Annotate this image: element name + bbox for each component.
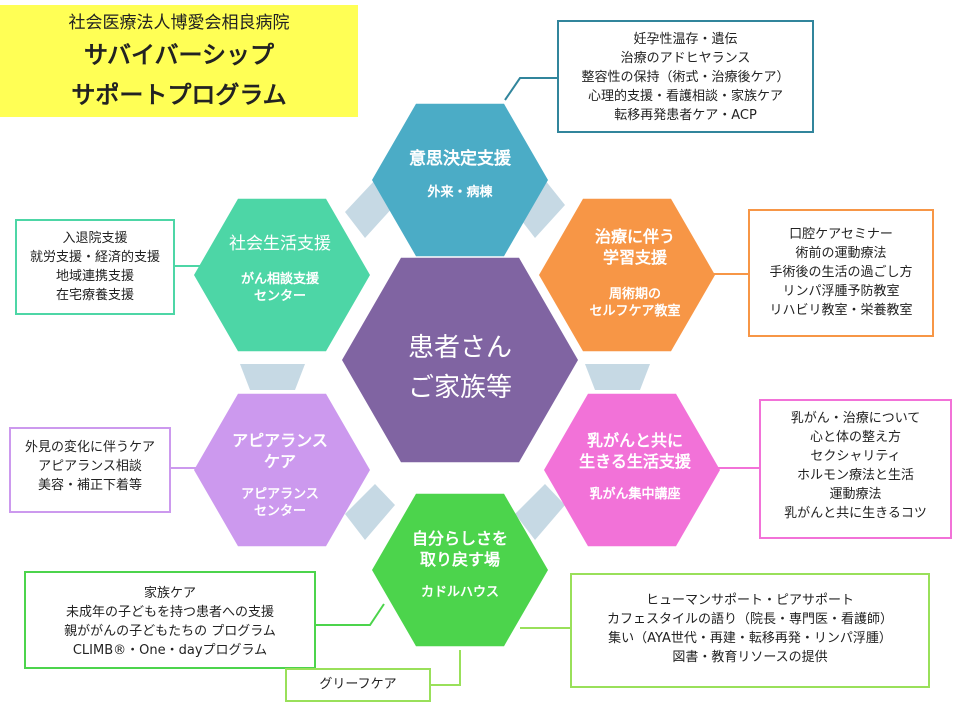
appearance-item: アピアランス相談 (38, 459, 142, 474)
appearance-item: 美容・補正下着等 (37, 478, 142, 493)
support-item: 図書・教育リソースの提供 (672, 650, 828, 665)
center-hex-text: 患者さん ご家族等 (360, 328, 560, 408)
decision-hex-text: 意思決定支援 外来・病棟 (390, 148, 530, 201)
family-item: 家族ケア (143, 586, 196, 601)
center-line1: 患者さん (407, 333, 512, 363)
learning-hexagon (539, 198, 715, 352)
social-sub-1: がん相談支援 (240, 272, 319, 287)
family-connector (316, 603, 385, 626)
connector-learning-breast (585, 364, 650, 390)
connector-appearance-social (240, 364, 305, 390)
breast-item: 乳がん・治療について (790, 411, 921, 426)
support-info-box: ヒューマンサポート・ピアサポート カフェスタイルの語り（院長・専門医・看護師） … (570, 573, 930, 688)
learning-sub-1: 周術期の (608, 287, 661, 302)
grief-item: グリーフケア (319, 677, 397, 692)
decision-connector (504, 77, 557, 101)
decision-item: 心理的支援・看護相談・家族ケア (587, 89, 783, 104)
self-hexagon (372, 493, 548, 647)
connector-self-appearance (345, 484, 395, 540)
social-title: 社会生活支援 (229, 234, 331, 254)
breast-sub: 乳がん集中講座 (589, 487, 681, 502)
appearance-sub-2: センター (253, 504, 306, 519)
family-item: CLIMB®・One・dayプログラム (72, 643, 268, 658)
appearance-info-box: 外見の変化に伴うケア アピアランス相談 美容・補正下着等 (9, 427, 171, 513)
self-title-2: 取り戻す場 (419, 550, 500, 569)
decision-info-box: 妊孕性温存・遺伝 治療のアドヒヤランス 整容性の保持（術式・治療後ケア） 心理的… (557, 20, 814, 133)
breast-item: 乳がんと共に生きるコツ (784, 506, 927, 521)
learning-item: 術前の運動療法 (795, 246, 887, 261)
learning-title-2: 学習支援 (602, 248, 667, 267)
appearance-title-1: アピアランス (232, 431, 328, 450)
breast-title-1: 乳がんと共に (586, 431, 683, 450)
support-item: カフェスタイルの語り（院長・専門医・看護師） (606, 612, 893, 627)
breast-info-box: 乳がん・治療について 心と体の整え方 セクシャリティ ホルモン療法と生活 運動療… (759, 399, 952, 539)
learning-sub-2: セルフケア教室 (589, 304, 681, 319)
learning-item: リハビリ教室・栄養教室 (769, 303, 913, 318)
learning-item: 口腔ケアセミナー (789, 227, 893, 242)
decision-title: 意思決定支援 (409, 149, 511, 169)
social-item: 地域連携支援 (55, 269, 134, 284)
appearance-item: 外見の変化に伴うケア (24, 440, 155, 455)
appearance-hex-text: アピアランス ケア アピアランス センター (205, 430, 355, 520)
self-title-1: 自分らしさを (411, 529, 508, 548)
breast-item: セクシャリティ (810, 449, 901, 464)
title-line2: サポートプログラム (71, 81, 287, 109)
decision-hexagon (372, 103, 548, 257)
family-item: 親ががんの子どもたちの プログラム (64, 624, 276, 639)
breast-item: ホルモン療法と生活 (796, 468, 914, 483)
title-org: 社会医療法人博愛会相良病院 (68, 13, 290, 33)
center-hexagon (342, 257, 578, 463)
appearance-sub-1: アピアランス (241, 487, 319, 502)
self-sub: カドルハウス (420, 585, 499, 600)
appearance-hexagon (194, 393, 370, 547)
learning-title-1: 治療に伴う (594, 227, 675, 246)
title-line1: サバイバーシップ (83, 41, 275, 69)
grief-info-box: グリーフケア (285, 668, 431, 702)
social-info-box: 入退院支援 就労支援・経済的支援 地域連携支援 在宅療養支援 (15, 219, 175, 315)
decision-item: 整容性の保持（術式・治療後ケア） (581, 70, 790, 85)
breast-title-2: 生きる生活支援 (579, 452, 691, 471)
title-box: 社会医療法人博愛会相良病院 サバイバーシップ サポートプログラム (0, 5, 358, 117)
breast-hexagon (544, 393, 720, 547)
breast-item: 心と体の整え方 (809, 430, 901, 445)
self-hex-text: 自分らしさを 取り戻す場 カドルハウス (385, 528, 535, 601)
connector-decision-learning (515, 180, 565, 238)
decision-sub: 外来・病棟 (427, 185, 493, 200)
learning-item: 手術後の生活の過ごし方 (769, 265, 913, 280)
decision-item: 治療のアドヒヤランス (620, 51, 751, 66)
connector-breast-self (515, 484, 565, 540)
learning-info-box: 口腔ケアセミナー 術前の運動療法 手術後の生活の過ごし方 リンパ浮腫予防教室 リ… (748, 209, 934, 337)
social-sub-2: センター (253, 289, 306, 304)
social-item: 入退院支援 (62, 231, 128, 246)
social-item: 在宅療養支援 (55, 288, 134, 303)
family-info-box: 家族ケア 未成年の子どもを持つ患者への支援 親ががんの子どもたちの プログラム … (24, 571, 316, 669)
learning-item: リンパ浮腫予防教室 (782, 284, 900, 299)
center-line2: ご家族等 (407, 373, 512, 403)
grief-connector (431, 650, 461, 686)
social-hex-text: 社会生活支援 がん相談支援 センター (210, 233, 350, 305)
appearance-title-2: ケア (263, 452, 296, 471)
breast-item: 運動療法 (829, 487, 882, 502)
learning-hex-text: 治療に伴う 学習支援 周術期の セルフケア教室 (560, 226, 710, 320)
decision-item: 転移再発患者ケア・ACP (614, 108, 757, 123)
breast-hex-text: 乳がんと共に 生きる生活支援 乳がん集中講座 (555, 430, 715, 503)
decision-item: 妊孕性温存・遺伝 (633, 32, 738, 47)
support-item: ヒューマンサポート・ピアサポート (645, 593, 854, 608)
social-item: 就労支援・経済的支援 (29, 250, 160, 265)
family-item: 未成年の子どもを持つ患者への支援 (65, 605, 274, 620)
social-hexagon (194, 198, 370, 352)
support-item: 集い（AYA世代・再建・転移再発・リンパ浮腫） (608, 631, 892, 646)
